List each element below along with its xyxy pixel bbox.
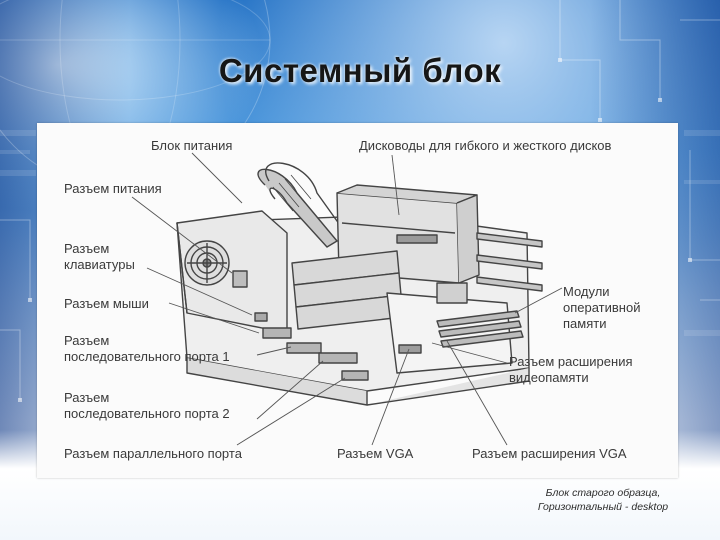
label-serial-2-line2: последовательного порта 2: [64, 406, 230, 421]
caption-line2: Горизонтальный - desktop: [537, 501, 669, 513]
label-parallel-port: Разъем параллельного порта: [64, 446, 242, 461]
label-serial-1-line1: Разъем: [64, 333, 110, 348]
label-vga-connector: Разъем VGA: [337, 446, 414, 461]
label-keyboard-connector: Разъем клавиатуры: [64, 241, 135, 273]
label-mouse-connector: Разъем мыши: [64, 296, 149, 311]
label-vga-expansion: Разъем расширения VGA: [472, 446, 627, 461]
label-keyboard-line1: Разъем: [64, 241, 110, 256]
label-serial-1-line2: последовательного порта 1: [64, 349, 230, 364]
system-unit-diagram: Блок питания Дисководы для гибкого и жес…: [37, 123, 678, 478]
label-memory-line3: памяти: [563, 316, 607, 331]
label-power-connector: Разъем питания: [64, 181, 162, 196]
label-drives: Дисководы для гибкого и жесткого дисков: [359, 138, 612, 153]
caption-line1: Блок старого образца,: [545, 487, 661, 499]
label-serial-port-2: Разъем последовательного порта 2: [64, 390, 230, 422]
label-serial-2-line1: Разъем: [64, 390, 110, 405]
slide-title: Системный блок: [218, 52, 502, 89]
system-unit-illustration: [131, 152, 563, 446]
label-serial-port-1: Разъем последовательного порта 1: [64, 333, 230, 365]
label-memory-line2: оперативной: [563, 300, 641, 315]
label-video-memory-line2: видеопамяти: [509, 370, 589, 385]
slide-caption: Блок старого образца, Горизонтальный - d…: [498, 486, 708, 514]
label-video-memory-line1: Разъем расширения: [509, 354, 633, 369]
label-memory-modules: Модули оперативной памяти: [563, 284, 640, 332]
label-keyboard-line2: клавиатуры: [64, 257, 135, 272]
label-power-supply: Блок питания: [151, 138, 233, 153]
label-video-memory-expansion: Разъем расширения видеопамяти: [509, 354, 633, 386]
label-memory-line1: Модули: [563, 284, 610, 299]
